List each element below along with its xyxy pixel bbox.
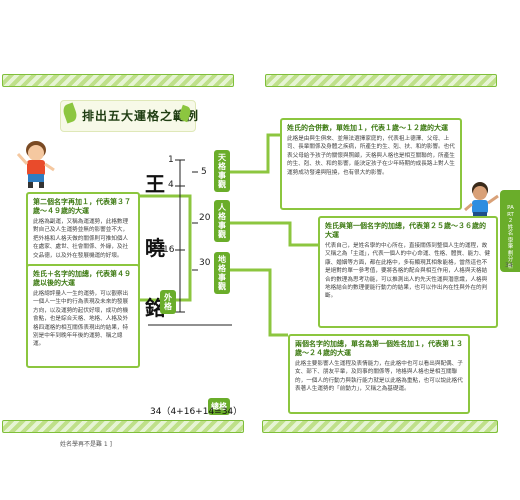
- tab-tian: 天格事觀: [214, 150, 230, 192]
- page-number-right: 34: [505, 262, 513, 269]
- box-tian-text: 此格是由與生俱來、並無法選擇家庭的，代表祖上德澤、父母、上司、長輩關係及身體之疾…: [287, 136, 455, 176]
- box-tian-heading: 姓氏的合併數，單姓加１，代表１歲～１２歲的大運: [287, 124, 448, 132]
- box-zong-heading: 第二個名字再加１，代表第３７歲～４９歲的大運: [33, 198, 131, 215]
- box-di-heading: 兩個名字的加總，單名為第一個姓名加１，代表第１３歲～２４歲的大運: [295, 340, 463, 357]
- box-tian: 姓氏的合併數，單姓加１，代表１歲～１２歲的大運 此格是由與生俱來、並無法選擇家庭…: [280, 118, 462, 210]
- box-ren-text: 代表自己，是姓名學的中心所在，直接關係到整個人生的運程，故又稱之為「主運」，代表…: [325, 243, 491, 300]
- di-value: 30: [199, 258, 211, 268]
- box-ren-heading: 姓氏與第一個名字的加總，代表第２５歲～３６歲的大運: [325, 222, 486, 239]
- tab-tian-label: 天格事觀: [218, 152, 226, 189]
- bottom-stripe-right: [262, 420, 498, 433]
- chapter-side-label: PART2 姓名學筆劃分析: [507, 205, 514, 270]
- tab-zong: 總格: [208, 398, 230, 415]
- box-wai-heading: 姓氏＋名字的加總，代表第４９歲以後的大運: [33, 270, 131, 287]
- top-stripe-left: [2, 74, 234, 87]
- child-illustration: [464, 182, 499, 226]
- chapter-side-tab: [500, 190, 520, 272]
- box-zong-text: 此格為副運，又稱為運運勢，此格數理對自己及人生運勢並無的影響並不大，把外格和人格…: [33, 219, 129, 259]
- ren-value: 20: [199, 213, 211, 223]
- tab-ren-label: 人格事觀: [218, 202, 226, 239]
- stroke-count-1: 1: [168, 155, 174, 165]
- tian-value: 5: [201, 167, 207, 177]
- tab-di-label: 地格事觀: [218, 254, 226, 291]
- box-wai: 姓氏＋名字的加總，代表第４９歲以後的大運 此格總評量人一生的運勢，可以觀察出一個…: [26, 264, 140, 368]
- bottom-stripe-left: [2, 420, 244, 433]
- box-ren: 姓氏與第一個名字的加總，代表第２５歲～３６歲的大運 代表自己，是姓名學的中心所在…: [318, 216, 498, 328]
- child-illustration: [16, 141, 55, 188]
- box-di: 兩個名字的加總，單名為第一個姓名加１，代表第１３歲～２４歲的大運 此格主要影響人…: [288, 334, 470, 414]
- title-banner: [60, 100, 196, 132]
- box-di-text: 此格主要影響人生運程及表情能力，在此格中也可以看出與配偶、子女、部下、朋友平輩，…: [295, 361, 463, 393]
- tab-ren: 人格事觀: [214, 200, 230, 242]
- stroke-count-xiao: 16: [163, 245, 175, 255]
- footer-book-title: 姓名學再不是難 1 ]: [60, 441, 112, 448]
- box-wai-text: 此格總評量人一生的運勢，可以觀察出一個人一生中的行為表現及未來的發展方向，以及運…: [33, 291, 129, 348]
- name-char-wang: 王: [145, 172, 165, 196]
- tab-di: 地格事觀: [214, 252, 230, 294]
- page-title: 排出五大運格之範例: [82, 109, 200, 123]
- tab-wai: 外格: [160, 290, 176, 314]
- stroke-count-wang: 4: [168, 180, 174, 190]
- sum-formula: 34（4+16+14=34）: [150, 407, 243, 417]
- box-zong: 第二個名字再加１，代表第３７歲～４９歲的大運 此格為副運，又稱為運運勢，此格數理…: [26, 192, 140, 270]
- tab-wai-label: 外格: [164, 292, 172, 311]
- tab-zong-label: 總格: [211, 401, 227, 411]
- top-stripe-right: [265, 74, 497, 87]
- name-char-xiao: 曉: [145, 236, 165, 260]
